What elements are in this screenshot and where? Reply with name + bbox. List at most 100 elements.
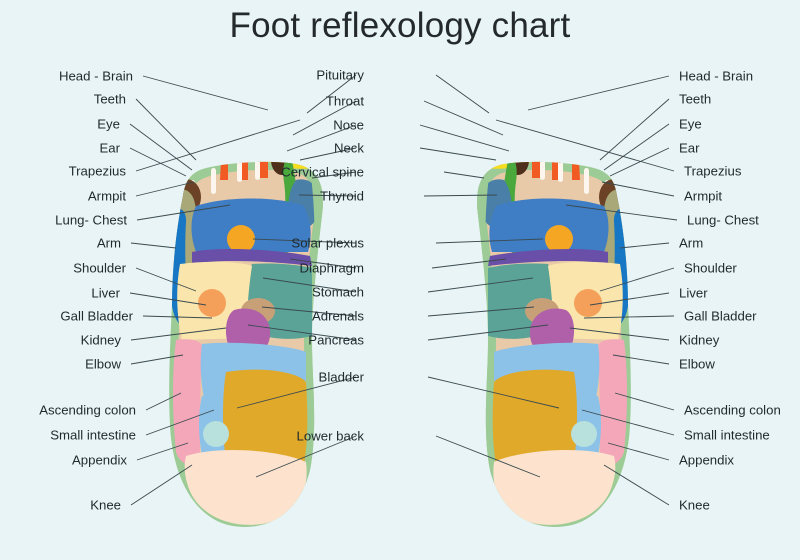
left-toe-5-band	[169, 163, 191, 177]
right-toe-2	[527, 85, 553, 147]
right-foot-label: Appendix	[679, 452, 734, 468]
left-foot-label: Head - Brain	[58, 68, 133, 84]
right-toe-gap-2	[558, 161, 563, 182]
right-foot-leader-line	[607, 442, 670, 461]
center-left-label: Diaphragm	[299, 260, 364, 276]
left-foot-leader-line	[135, 267, 197, 292]
left-foot-leader-line	[130, 464, 193, 506]
left-foot-leader-line	[129, 292, 207, 306]
left-toe-gap-1	[255, 161, 260, 180]
center-right-leader-line	[427, 277, 534, 293]
right-foot-leader-line	[569, 327, 670, 341]
right-lung-chest-zone	[489, 198, 609, 252]
left-foot-label: Armpit	[87, 188, 126, 204]
left-gall-bladder-point	[198, 289, 226, 317]
left-ascending-colon-zone	[173, 339, 202, 466]
leader-lines	[129, 74, 678, 506]
center-left-label: Pancreas	[308, 332, 364, 348]
right-foot-leader-line	[589, 292, 670, 306]
right-toe-4-band	[586, 146, 610, 161]
center-left-label: Nose	[333, 117, 364, 133]
center-left-label: Lower back	[296, 428, 364, 444]
right-solar-plexus-point	[545, 225, 573, 253]
right-toe-gap-3	[584, 168, 589, 194]
left-foot-leader-line	[130, 327, 227, 341]
left-foot-leader-line	[135, 181, 195, 197]
right-foot-label: Eye	[679, 116, 702, 132]
left-foot-label: Kidney	[80, 332, 121, 348]
left-lung-chest-zone	[191, 198, 311, 252]
right-foot-leader-line	[599, 98, 670, 161]
left-bladder-zone	[223, 369, 308, 468]
right-foot-leader-line	[583, 315, 675, 319]
right-foot-leader-line	[495, 119, 675, 172]
left-foot-leader-line	[130, 354, 184, 365]
right-foot-leader-line	[527, 75, 670, 111]
right-toe-2-band	[527, 122, 553, 139]
center-left-leader-line	[306, 74, 357, 114]
right-foot-label: Arm	[679, 235, 704, 251]
left-appendix-point	[203, 421, 229, 447]
left-foot-leader-line	[135, 119, 301, 172]
left-foot-leader-line	[129, 147, 187, 177]
right-toe-3	[559, 96, 584, 154]
left-solar-plexus-point	[227, 225, 255, 253]
left-foot-leader-line	[129, 123, 193, 171]
right-toe-gap-1	[540, 161, 545, 180]
left-foot-graphic	[169, 80, 334, 527]
left-toe-5	[169, 161, 191, 181]
center-right-leader-line	[435, 74, 490, 114]
left-foot-label: Ascending colon	[39, 402, 136, 418]
right-foot-label: Liver	[679, 285, 708, 301]
left-foot-leader-line	[135, 98, 197, 161]
center-right-leader-line	[427, 376, 560, 409]
right-foot-leader-line	[603, 464, 670, 506]
right-foot-leader-line	[603, 123, 670, 171]
center-left-leader-line	[286, 124, 357, 152]
center-left-label: Thyroid	[320, 188, 364, 204]
right-foot-label: Small intestine	[684, 427, 770, 443]
left-big-toe-head	[266, 80, 334, 144]
left-foot-leader-line	[142, 315, 213, 319]
left-foot-label: Trapezius	[68, 163, 126, 179]
right-foot-label: Shoulder	[684, 260, 737, 276]
center-left-leader-line	[262, 277, 357, 293]
center-left-leader-line	[298, 194, 357, 197]
right-foot-leader-line	[619, 242, 670, 249]
center-right-leader-line	[419, 124, 510, 152]
center-right-leader-line	[427, 306, 535, 317]
center-right-leader-line	[419, 147, 497, 161]
right-foot-label: Elbow	[679, 356, 715, 372]
right-foot-label: Armpit	[684, 188, 723, 204]
left-foot-leader-line	[136, 204, 231, 221]
left-pituitary-point	[293, 105, 319, 131]
left-foot-leader-line	[145, 409, 215, 436]
left-foot-label: Lung- Chest	[55, 212, 127, 228]
right-appendix-point	[571, 421, 597, 447]
center-left-label: Neck	[333, 140, 364, 156]
left-diaphragm-zone	[192, 249, 312, 266]
left-foot-leader-line	[136, 442, 189, 461]
page-title: Foot reflexology chart	[229, 6, 571, 45]
center-right-leader-line	[427, 324, 549, 341]
left-foot-label: Appendix	[72, 452, 127, 468]
center-left-leader-line	[236, 376, 357, 409]
left-foot-leader-line	[142, 75, 269, 111]
right-foot-label: Teeth	[679, 91, 712, 107]
left-foot-label: Knee	[90, 497, 121, 513]
left-toe-2-band	[247, 122, 273, 139]
left-foot-leader-line	[130, 242, 177, 249]
center-left-label: Throat	[325, 93, 364, 109]
center-left-label: Stomach	[311, 284, 364, 300]
left-foot-label: Gall Bladder	[60, 308, 133, 324]
right-foot-leader-line	[599, 267, 675, 292]
center-left-leader-line	[252, 238, 357, 244]
left-toe-2	[247, 85, 273, 147]
left-foot-label: Small intestine	[50, 427, 136, 443]
left-toe-gap-3	[211, 168, 216, 194]
center-left-leader-line	[261, 306, 357, 317]
center-right-leader-line	[423, 100, 504, 136]
left-toe-gap-2	[237, 161, 242, 182]
right-foot-leader-line	[614, 392, 675, 411]
